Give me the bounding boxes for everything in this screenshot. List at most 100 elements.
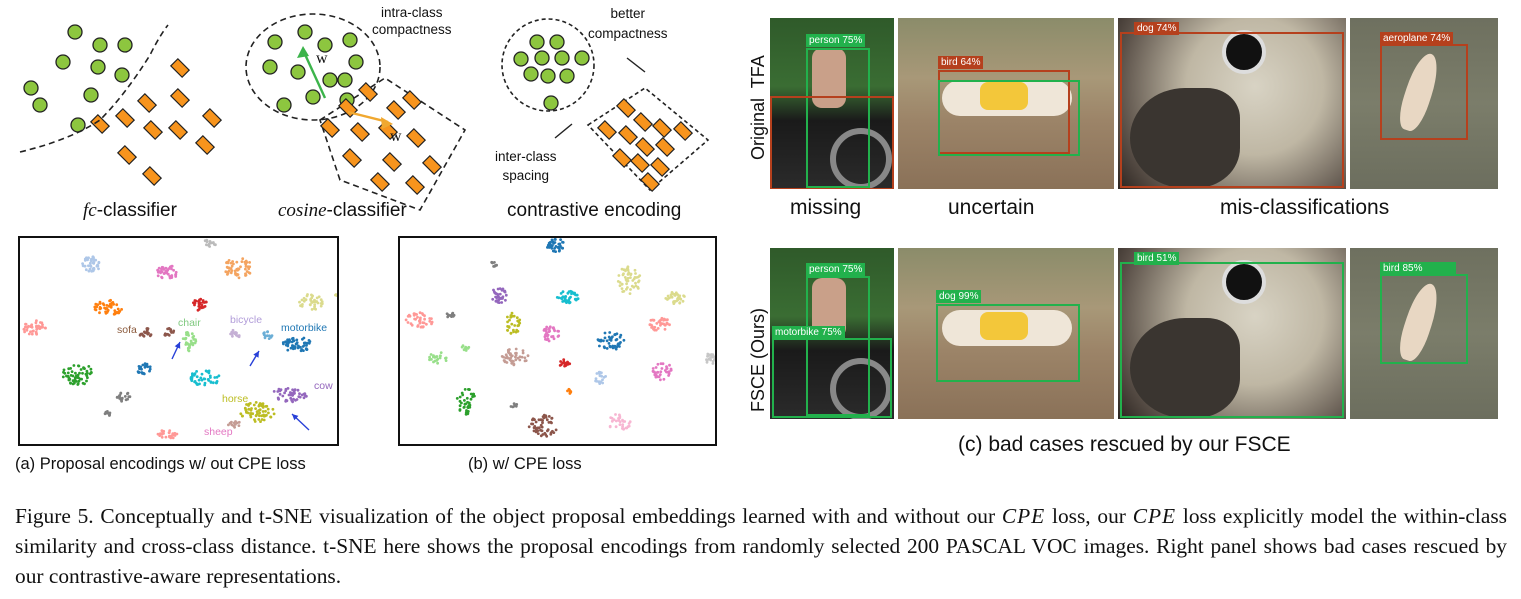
class-point-rect: [405, 127, 427, 149]
embedding-point: [118, 310, 122, 313]
embedding-point: [521, 349, 525, 352]
embedding-point: [602, 339, 605, 343]
embedding-point: [615, 332, 619, 336]
class-point-circle: [92, 37, 108, 53]
embedding-point: [148, 365, 152, 369]
embedding-point: [509, 405, 513, 408]
class-point-rect: [651, 117, 673, 139]
embedding-point: [558, 364, 562, 367]
embedding-point: [558, 248, 561, 252]
embedding-point: [126, 391, 130, 395]
class-point-rect: [401, 89, 423, 111]
embedding-point: [34, 321, 38, 325]
embedding-point: [614, 425, 618, 429]
column-label-missing: missing: [790, 196, 862, 219]
embedding-point: [162, 272, 166, 275]
embedding-point: [43, 326, 47, 330]
embedding-point: [235, 267, 239, 271]
embedding-point: [465, 409, 468, 412]
embedding-point: [656, 327, 660, 330]
embedding-point: [458, 404, 462, 408]
class-point-rect: [114, 107, 136, 129]
column-label-mis-classifications: mis-classifications: [1220, 196, 1390, 219]
weight-vector-b-head: [381, 117, 393, 129]
embedding-point: [87, 256, 90, 260]
embedding-point: [197, 378, 201, 382]
embedding-point: [174, 270, 178, 274]
embedding-point: [224, 270, 228, 274]
embedding-point: [598, 374, 602, 378]
embedding-point: [272, 390, 276, 393]
embedding-point: [436, 361, 439, 365]
embedding-point: [518, 358, 522, 362]
embedding-point: [228, 421, 232, 425]
class-point-circle: [267, 34, 283, 50]
embedding-point: [559, 360, 562, 363]
embedding-point: [81, 262, 84, 265]
embedding-point: [72, 364, 76, 367]
embedding-point: [550, 417, 554, 420]
tsne-label-sofa: sofa: [117, 324, 137, 336]
embedding-point: [674, 291, 678, 295]
embedding-point: [626, 425, 630, 428]
embedding-point: [171, 436, 175, 440]
embedding-point: [553, 329, 556, 333]
embedding-point: [267, 411, 270, 415]
panel-c-caption: (c) bad cases rescued by our FSCE: [958, 433, 1291, 456]
embedding-point: [310, 308, 314, 311]
embedding-point: [618, 415, 622, 418]
embedding-point: [541, 421, 544, 425]
embedding-point: [116, 307, 120, 311]
embedding-point: [84, 258, 87, 262]
embedding-point: [147, 331, 150, 335]
embedding-point: [509, 359, 513, 363]
cosine-classifier-diagram: ww: [245, 13, 467, 211]
embedding-point: [259, 420, 262, 423]
embedding-point: [217, 374, 221, 378]
embedding-point: [664, 297, 668, 300]
embedding-point: [428, 317, 432, 320]
embedding-point: [465, 396, 469, 400]
embedding-point: [305, 348, 309, 351]
embedding-point: [307, 339, 311, 342]
embedding-point: [98, 302, 102, 305]
embedding-point: [172, 268, 176, 272]
embedding-point: [668, 323, 671, 327]
embedding-point: [504, 298, 507, 302]
embedding-point: [167, 431, 171, 435]
embedding-point: [652, 318, 656, 322]
embedding-point: [618, 423, 622, 426]
embedding-point: [654, 366, 658, 369]
embedding-point: [444, 359, 448, 362]
embedding-point: [623, 276, 627, 279]
detection-box: [806, 276, 870, 416]
embedding-point: [632, 277, 636, 281]
embedding-point: [62, 368, 66, 372]
embedding-point: [235, 273, 239, 276]
compact-class-region: [501, 18, 595, 112]
embedding-point: [308, 303, 312, 307]
embedding-point: [181, 337, 185, 340]
embedding-point: [233, 331, 237, 334]
class-point-circle: [317, 37, 333, 53]
embedding-point: [25, 328, 29, 332]
embedding-point: [305, 344, 308, 347]
embedding-point: [705, 358, 708, 362]
embedding-point: [469, 392, 473, 396]
photo-motorbike-fsce: person 75% motorbike 75%: [770, 248, 894, 419]
embedding-point: [493, 264, 497, 268]
embedding-point: [565, 301, 568, 304]
embedding-point: [509, 314, 513, 317]
embedding-point: [86, 371, 89, 375]
embedding-point: [509, 353, 512, 356]
embedding-point: [523, 356, 527, 360]
embedding-point: [186, 346, 190, 350]
embedding-point: [598, 339, 602, 343]
class-point-circle: [554, 50, 570, 66]
embedding-point: [518, 355, 522, 359]
embedding-point: [291, 400, 294, 404]
embedding-point: [607, 335, 611, 339]
embedding-point: [232, 421, 236, 425]
tsne-a-caption: (a) Proposal encodings w/ out CPE loss: [15, 455, 306, 473]
embedding-point: [246, 265, 250, 268]
